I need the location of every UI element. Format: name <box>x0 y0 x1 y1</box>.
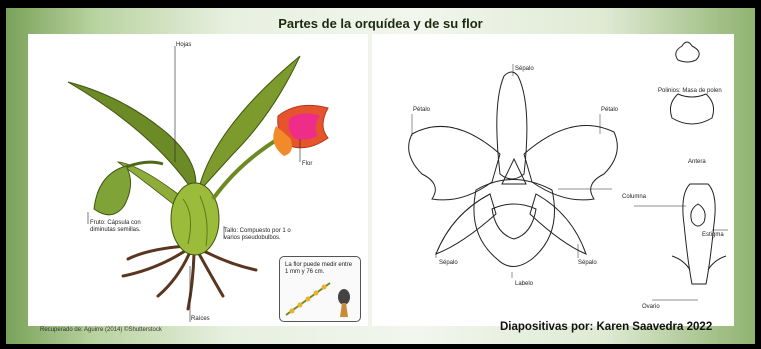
label-polinios: Polinios: Masa de polen <box>658 88 722 95</box>
slide-title: Partes de la orquídea y de su flor <box>6 16 755 31</box>
flower-size-note-box: La flor puede medir entre 1 mm y 76 cm. <box>279 256 361 322</box>
label-hojas: Hojas <box>176 42 191 49</box>
label-sepalo-top: Sépalo <box>515 66 534 73</box>
plant-panel: Hojas Flor Fruto: Cápsula con diminutas … <box>28 34 368 326</box>
label-raices: Raíces <box>191 316 210 323</box>
label-sepalo-right: Sépalo <box>578 260 597 267</box>
orchid-flower-drawing <box>273 105 328 156</box>
label-tallo: Tallo: Compuesto por 1 o varios pseudobu… <box>224 228 304 242</box>
right-sepal <box>530 194 586 254</box>
roots-drawing <box>123 246 256 309</box>
slide: Partes de la orquídea y de su flor <box>6 8 755 344</box>
size-comparison-icon <box>280 257 360 321</box>
label-sepalo-left: Sépalo <box>439 260 458 267</box>
label-fruto: Fruto: Cápsula con diminutas semillas. <box>90 220 162 234</box>
label-petalo-left: Pétalo <box>413 107 430 114</box>
label-petalo-right: Pétalo <box>601 107 618 114</box>
left-sepal <box>436 194 496 254</box>
pollinia <box>676 42 699 62</box>
flower-parts-panel: Sépalo Pétalo Pétalo Polinios: Masa de p… <box>372 34 734 326</box>
flower-anatomy-illustration <box>372 34 734 326</box>
slide-author: Diapositivas por: Karen Saavedra 2022 <box>500 321 712 333</box>
pseudobulb <box>171 183 219 255</box>
label-flor: Flor <box>302 161 312 168</box>
label-estigma: Estigma <box>702 232 724 239</box>
label-columna: Columna <box>622 194 646 201</box>
label-ovario: Ovario <box>642 304 660 311</box>
left-petal <box>409 126 500 199</box>
fruit-capsule <box>94 166 131 215</box>
label-antera: Antera <box>688 159 706 166</box>
image-credit: Recuperado de: Aguirre (2014) ©Shutterst… <box>40 327 162 333</box>
anther <box>670 94 713 124</box>
label-labelo: Labelo <box>515 281 533 288</box>
